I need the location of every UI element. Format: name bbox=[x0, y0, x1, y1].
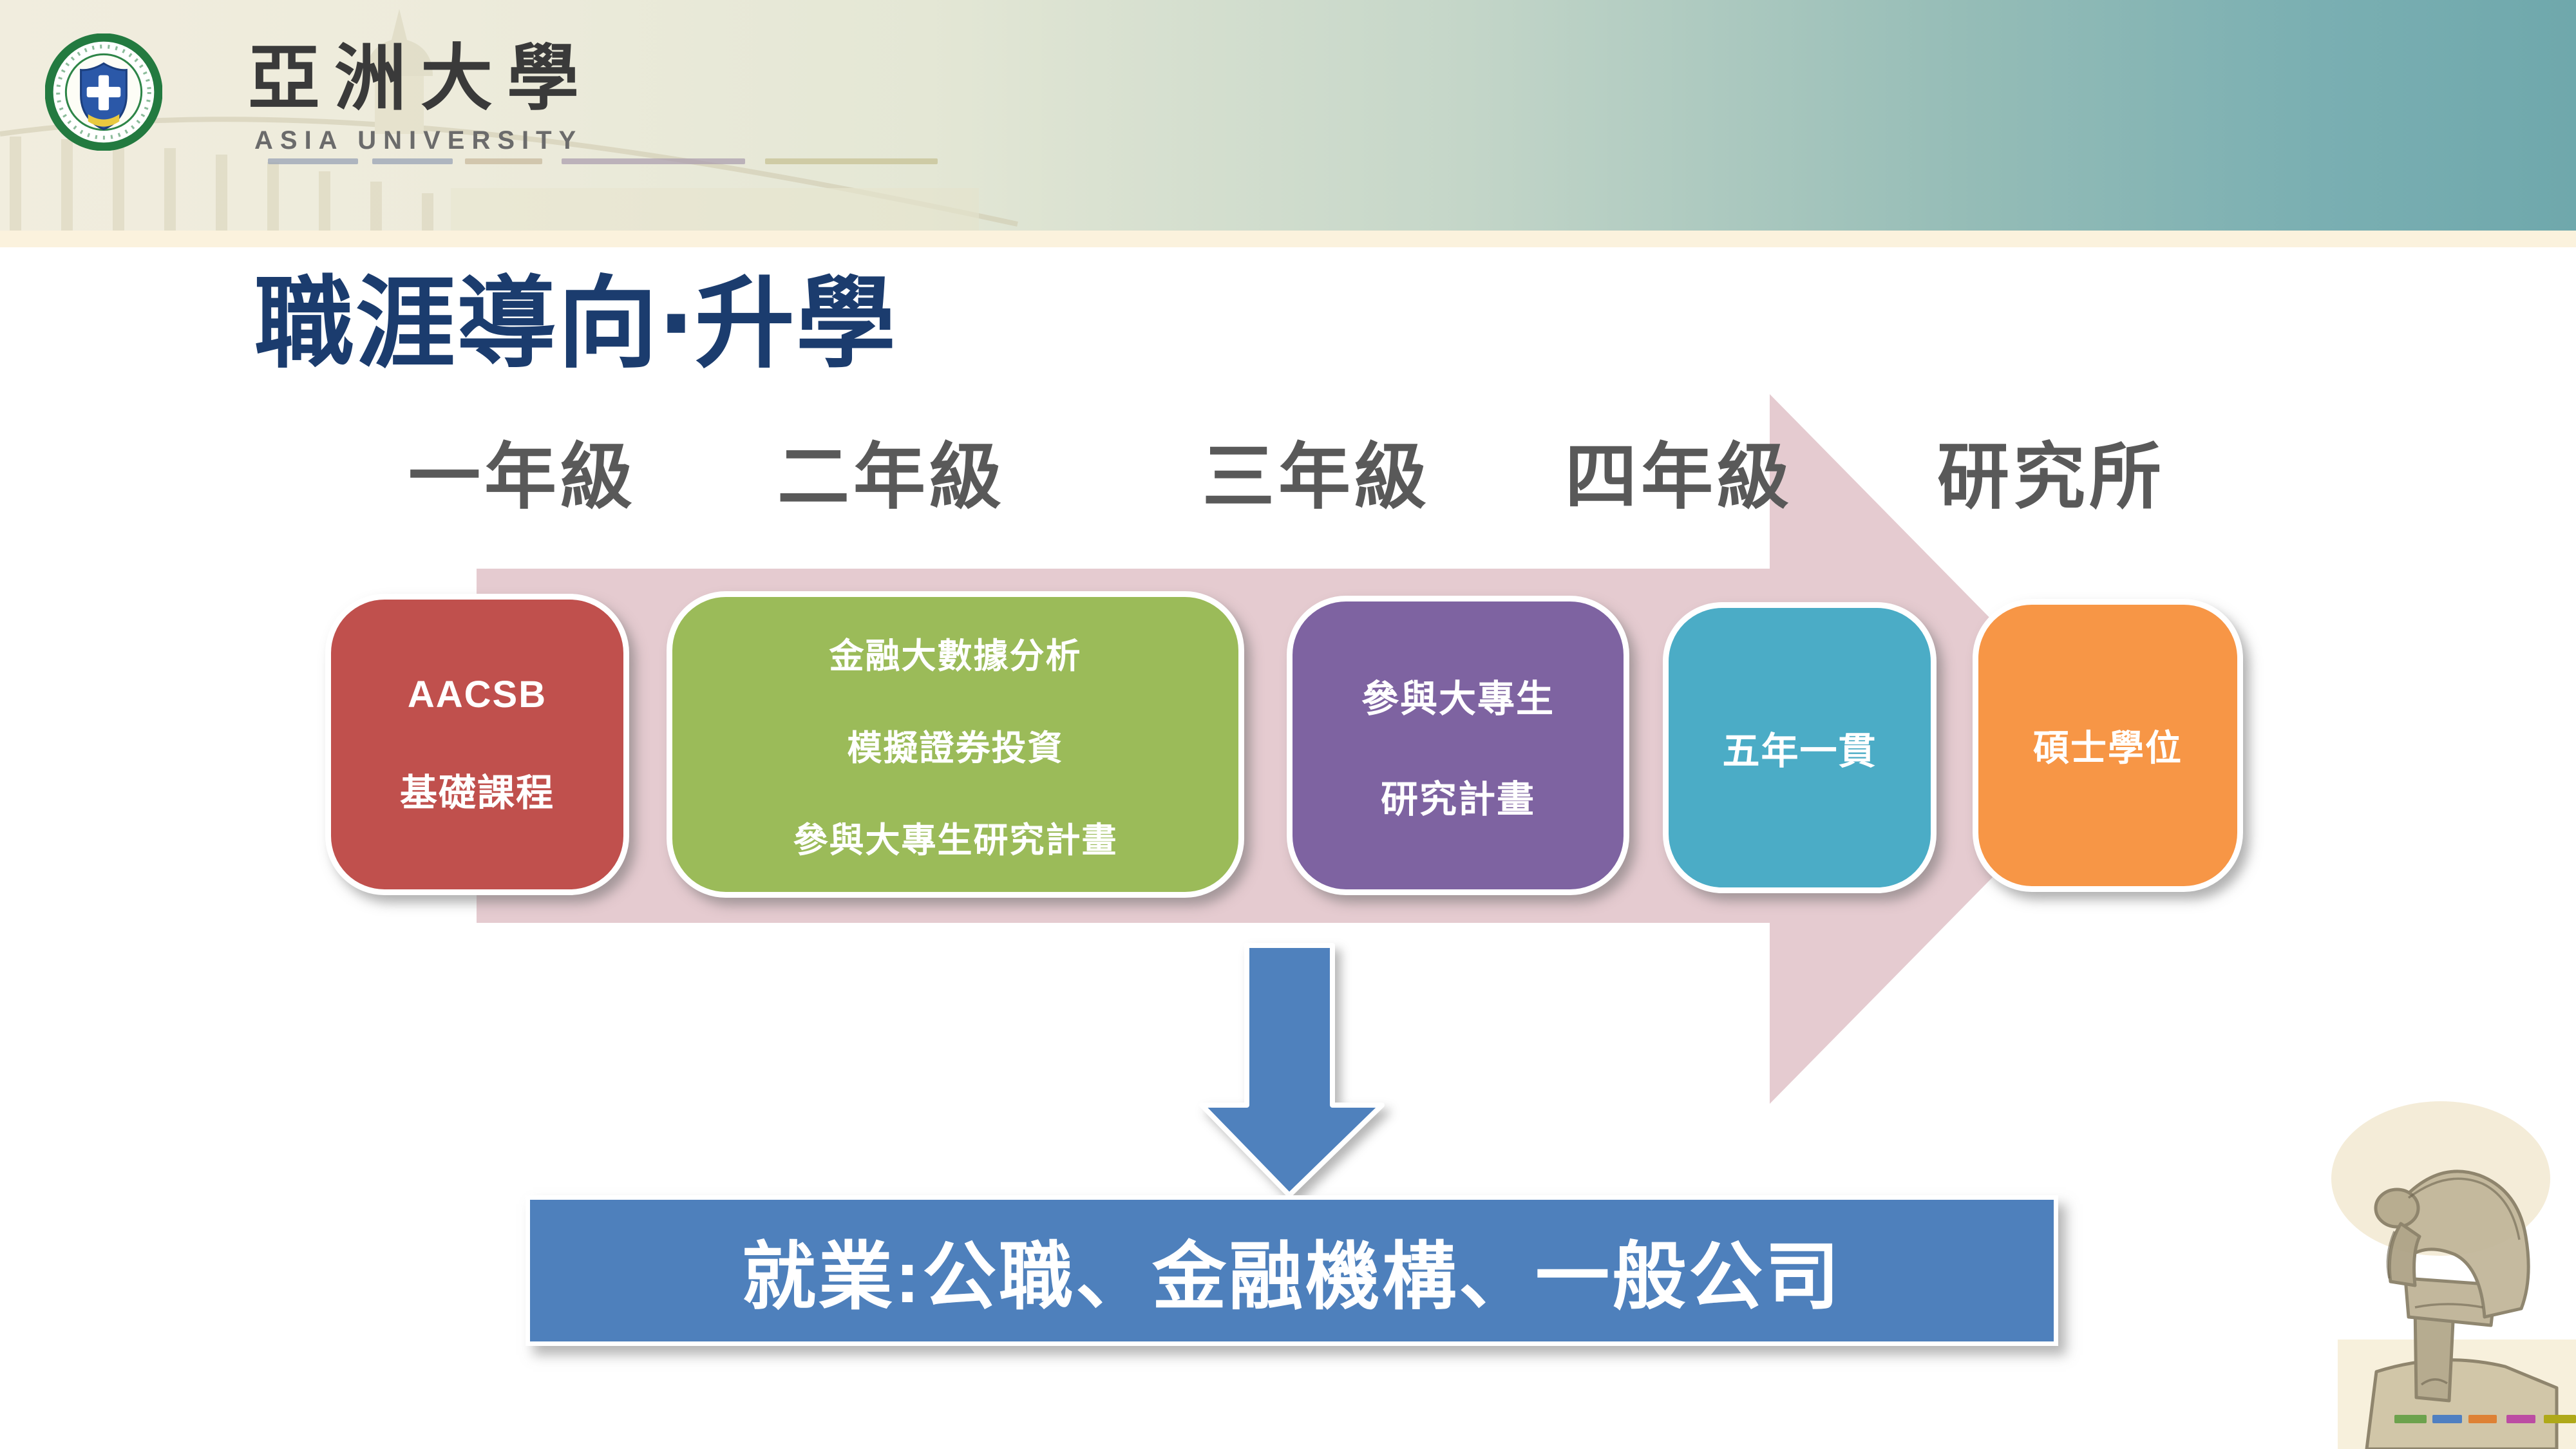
header-divider bbox=[0, 231, 2576, 247]
thinker-statue-image bbox=[2331, 1101, 2576, 1449]
stage-box-graduate: 碩士學位 bbox=[1973, 599, 2243, 892]
stage-box-freshman: AACSB 基礎課程 bbox=[325, 594, 629, 895]
asia-university-logo-icon bbox=[45, 33, 162, 151]
stage-label-graduate: 研究所 bbox=[1937, 437, 2165, 517]
box-line: 參與大專生 bbox=[1361, 677, 1555, 720]
brand-name-zh: 亞洲大學 bbox=[248, 38, 593, 118]
header-banner: 亞洲大學 ASIA UNIVERSITY bbox=[0, 0, 2576, 231]
stage-box-senior: 五年一貫 bbox=[1663, 602, 1937, 893]
box-line: 基礎課程 bbox=[399, 772, 554, 814]
stage-label-year1: 一年級 bbox=[408, 437, 636, 517]
campus-photo-decoration bbox=[0, 9, 1018, 231]
page-title: 職涯導向‧升學 bbox=[254, 268, 897, 379]
box-line: 參與大專生研究計畫 bbox=[793, 820, 1118, 860]
employment-banner-text: 就業:公職、金融機構、一般公司 bbox=[741, 1236, 1842, 1318]
box-line: 研究計畫 bbox=[1380, 778, 1535, 820]
stage-label-year3: 三年級 bbox=[1202, 437, 1430, 517]
stage-box-sophomore: 金融大數據分析 模擬證券投資 參與大專生研究計畫 bbox=[667, 591, 1244, 898]
stage-box-junior: 參與大專生 研究計畫 bbox=[1287, 596, 1629, 895]
box-line: 金融大數據分析 bbox=[829, 636, 1082, 676]
brand-name-en: ASIA UNIVERSITY bbox=[254, 126, 583, 155]
employment-banner: 就業:公職、金融機構、一般公司 bbox=[526, 1195, 2058, 1346]
stage-label-year2: 二年級 bbox=[777, 437, 1005, 517]
box-line: 模擬證券投資 bbox=[847, 728, 1064, 768]
box-line: 五年一貫 bbox=[1722, 730, 1877, 772]
stage-label-year4: 四年級 bbox=[1565, 437, 1793, 517]
box-line: AACSB bbox=[407, 673, 547, 715]
box-line: 碩士學位 bbox=[2033, 728, 2183, 768]
